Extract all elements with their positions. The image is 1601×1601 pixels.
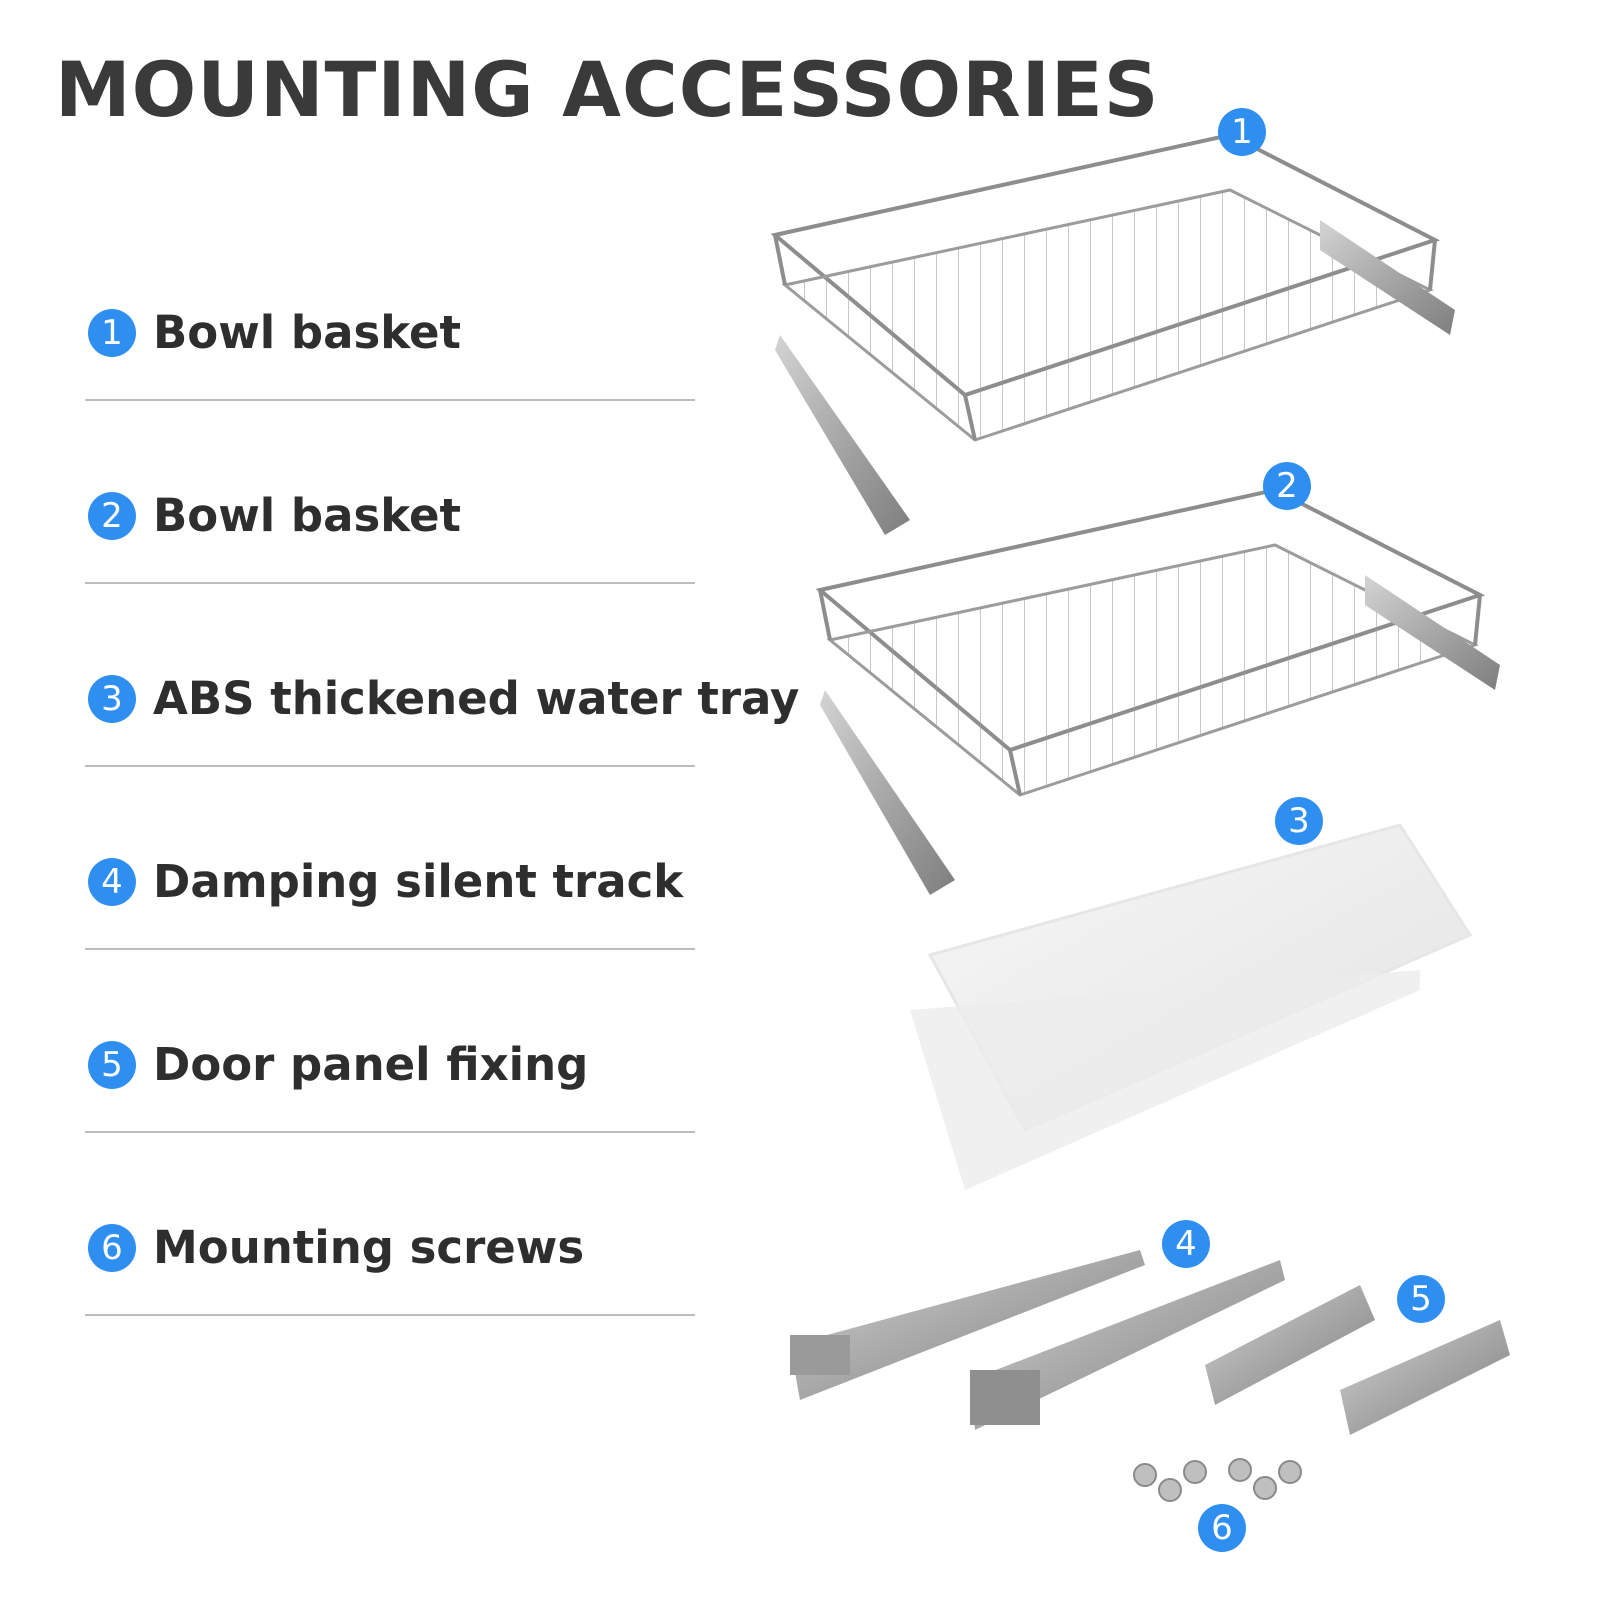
list-item-damping-track: 4 Damping silent track bbox=[85, 852, 695, 950]
callout-4: 4 bbox=[1162, 1220, 1210, 1268]
callout-1: 1 bbox=[1218, 108, 1266, 156]
item-label: Door panel fixing bbox=[153, 1038, 589, 1091]
number-badge: 4 bbox=[88, 858, 136, 906]
divider bbox=[85, 948, 695, 950]
callout-3: 3 bbox=[1275, 797, 1323, 845]
number-badge: 6 bbox=[88, 1224, 136, 1272]
list-item-mounting-screws: 6 Mounting screws bbox=[85, 1218, 695, 1316]
callout-2: 2 bbox=[1263, 462, 1311, 510]
list-item-door-panel-fixing: 5 Door panel fixing bbox=[85, 1035, 695, 1133]
list-item-bowl-basket-2: 2 Bowl basket bbox=[85, 486, 695, 584]
item-label: ABS thickened water tray bbox=[153, 672, 800, 725]
list-item-bowl-basket-1: 1 Bowl basket bbox=[85, 303, 695, 401]
bowl-basket-1-drawing bbox=[770, 132, 1455, 535]
bowl-basket-2-drawing bbox=[815, 487, 1500, 895]
divider bbox=[85, 582, 695, 584]
item-label: Mounting screws bbox=[153, 1221, 585, 1274]
divider bbox=[85, 1314, 695, 1316]
door-panel-fixing-drawing bbox=[1205, 1285, 1510, 1435]
divider bbox=[85, 1131, 695, 1133]
callout-6: 6 bbox=[1198, 1504, 1246, 1552]
mounting-screws-drawing bbox=[1133, 1458, 1302, 1502]
callout-5: 5 bbox=[1397, 1275, 1445, 1323]
item-label: Bowl basket bbox=[153, 489, 461, 542]
divider bbox=[85, 765, 695, 767]
page-title: MOUNTING ACCESSORIES bbox=[55, 45, 1160, 134]
damping-track-drawing bbox=[790, 1250, 1285, 1430]
item-label: Damping silent track bbox=[153, 855, 684, 908]
number-badge: 5 bbox=[88, 1041, 136, 1089]
item-label: Bowl basket bbox=[153, 306, 461, 359]
product-illustration: 1 2 3 4 5 6 bbox=[760, 100, 1580, 1590]
number-badge: 1 bbox=[88, 309, 136, 357]
number-badge: 2 bbox=[88, 492, 136, 540]
list-item-water-tray: 3 ABS thickened water tray bbox=[85, 669, 799, 767]
water-tray-drawing bbox=[910, 823, 1473, 1190]
number-badge: 3 bbox=[88, 675, 136, 723]
divider bbox=[85, 399, 695, 401]
